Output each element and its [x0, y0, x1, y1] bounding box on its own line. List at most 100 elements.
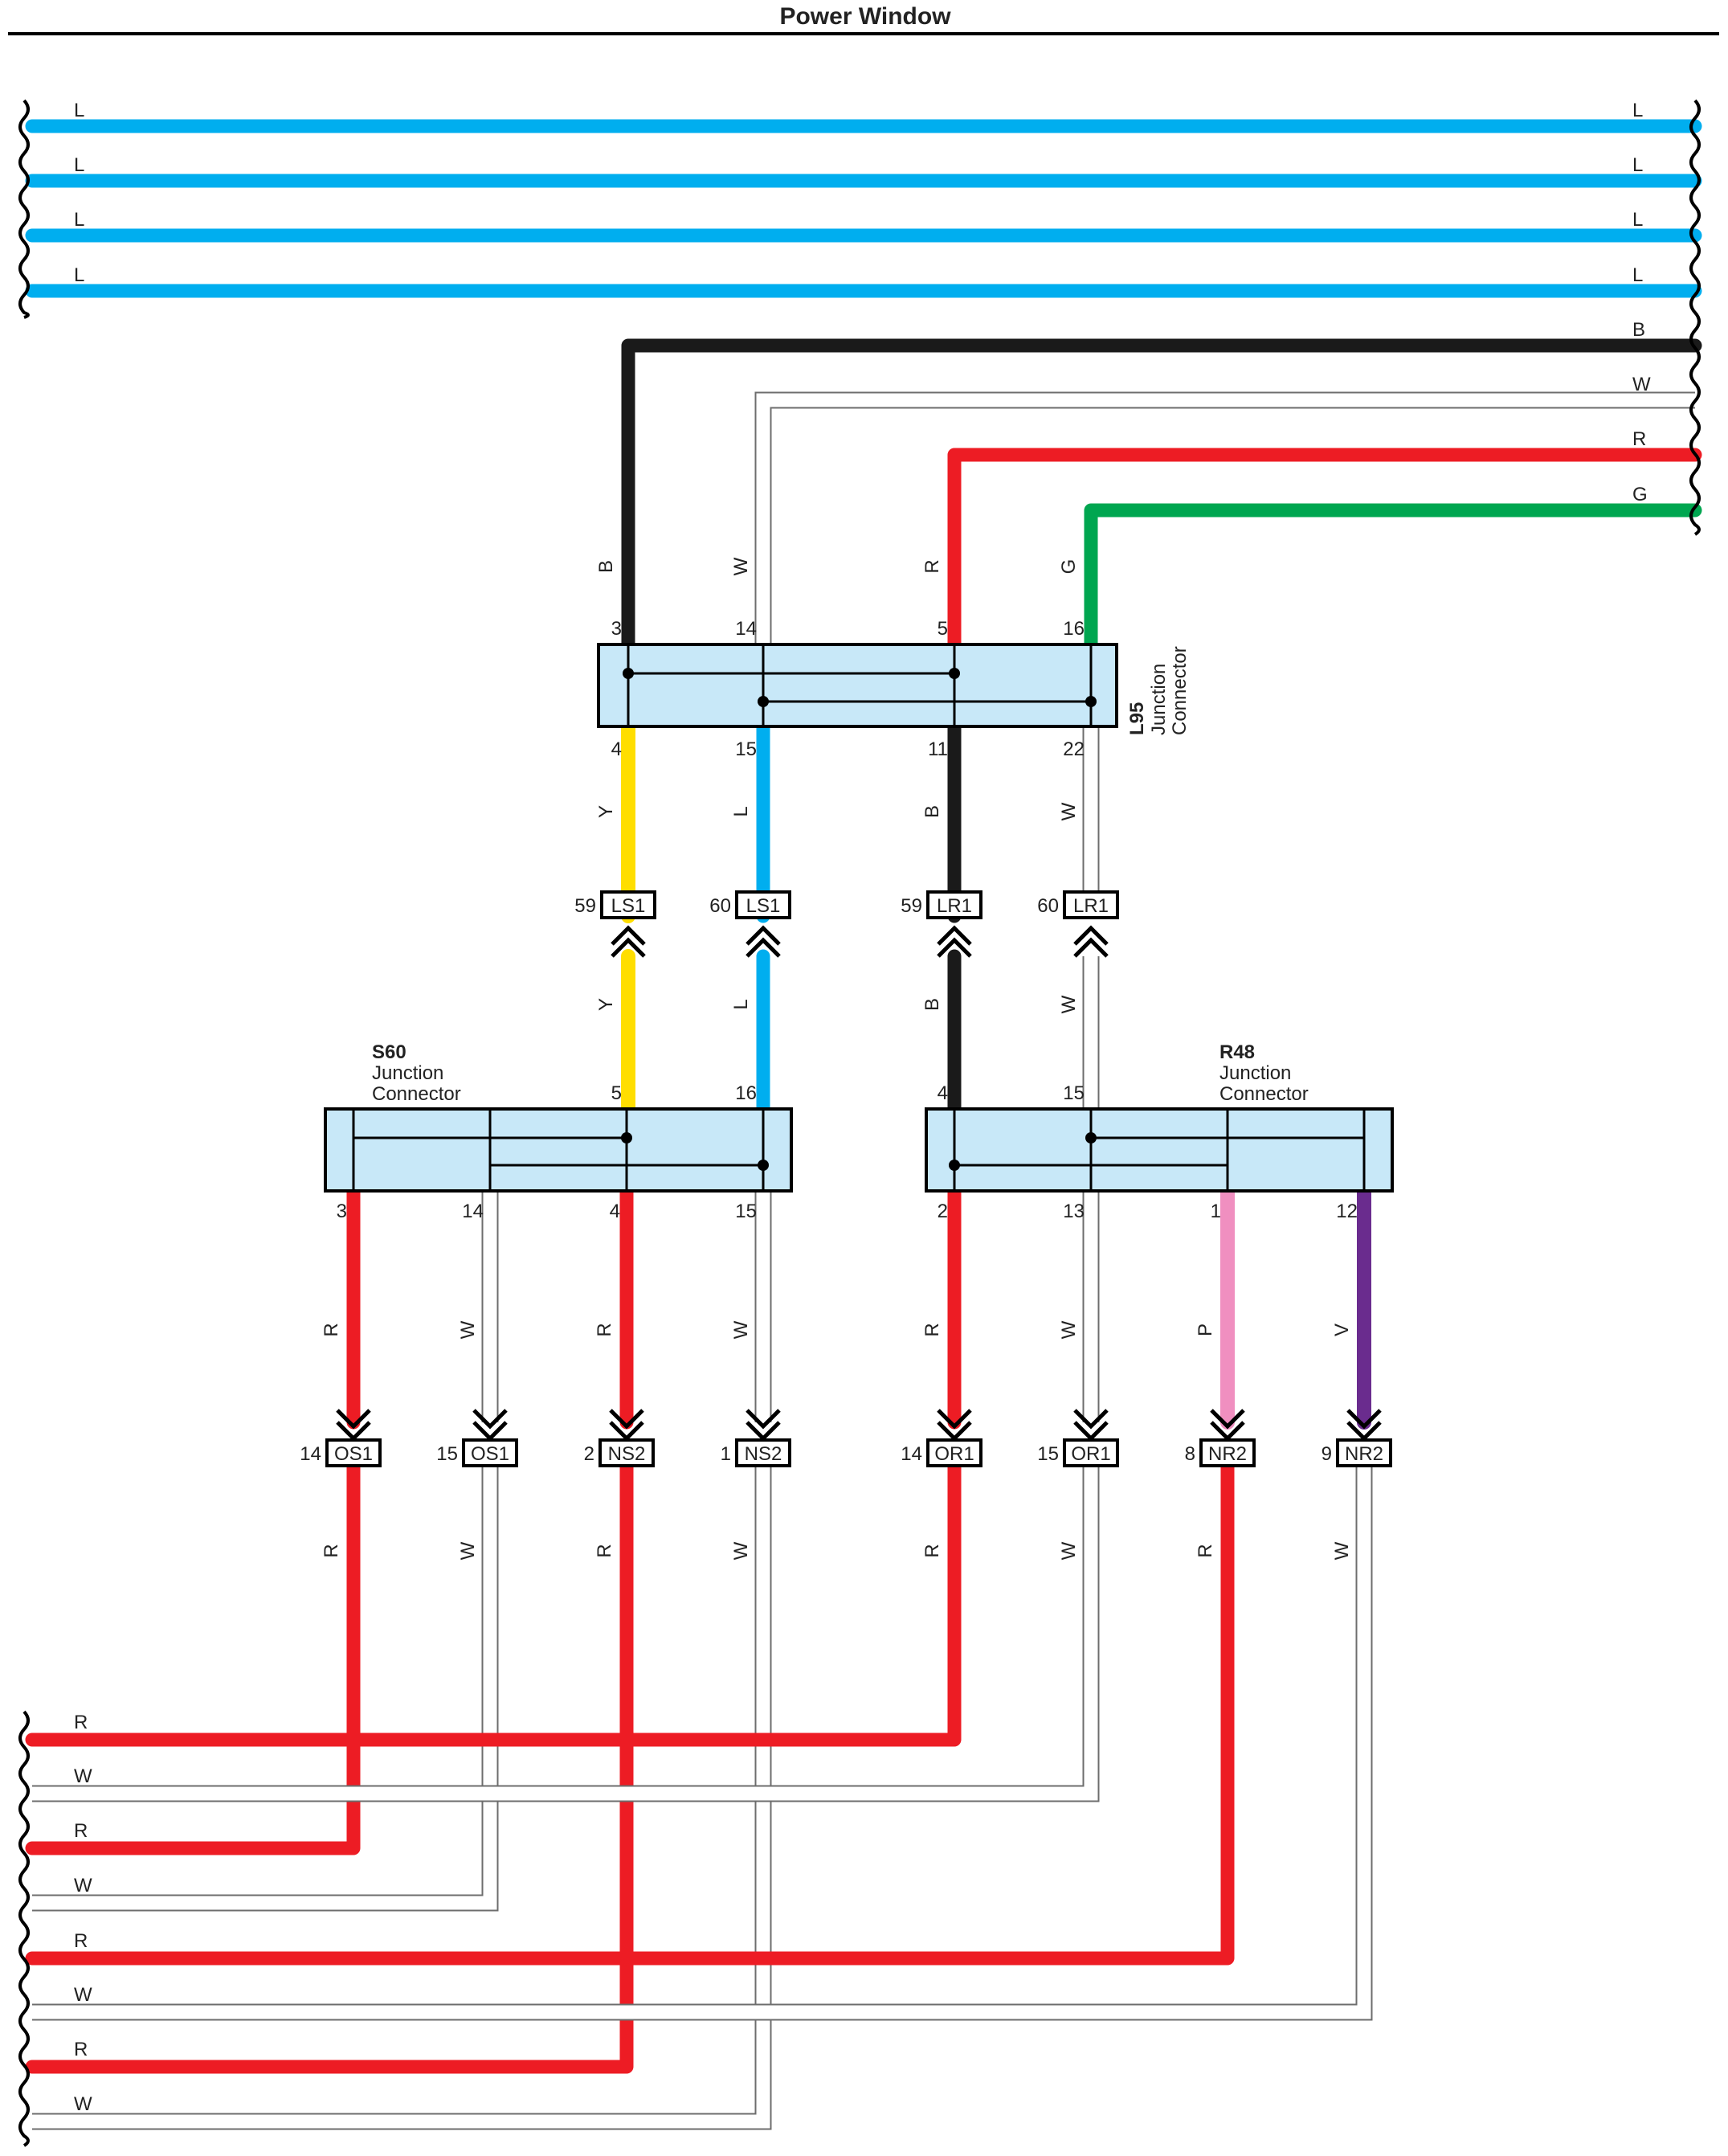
right-bus-color-label: L	[1632, 100, 1643, 121]
middle-connector-box	[1063, 890, 1119, 919]
bottom-connector-pin: 15	[436, 1443, 458, 1465]
junction-dot	[1085, 1132, 1097, 1143]
wire-R	[25, 1458, 1235, 1966]
middle-connector-pin: 60	[709, 895, 731, 917]
chevron-up-icon	[746, 925, 781, 958]
left-bus-color-label: L	[74, 100, 84, 121]
wire-core	[32, 1466, 1098, 1801]
wire-outline	[754, 391, 1695, 644]
lower-wire-color-label: R	[594, 1544, 615, 1557]
l95-top-pin-number: 14	[735, 618, 757, 640]
lower-wire-color-label: R	[1195, 1544, 1216, 1557]
junction-down-wire-label: R	[594, 1323, 615, 1336]
right-break-line	[1689, 99, 1701, 536]
lower-routed-wire	[32, 1466, 1100, 1802]
bottom-connector: OR1 14	[901, 1409, 982, 1467]
middle-connector-code: LR1	[1073, 895, 1109, 917]
l95-top-pin-number: 16	[1063, 618, 1085, 640]
r48-connector-name-line: Connector	[1219, 1083, 1309, 1105]
left-bottom-bus-color-label: R	[74, 1712, 88, 1733]
internal-bus-link	[1091, 1136, 1366, 1191]
bottom-connector-pin: 14	[300, 1443, 321, 1465]
bottom-connector-box	[1199, 1438, 1256, 1467]
junction-dot	[949, 668, 960, 679]
junction-down-wire-label: W	[730, 1320, 752, 1339]
internal-bus-link	[954, 1164, 1229, 1191]
middle-lower-wire-label: W	[1058, 995, 1080, 1013]
wire-G	[1084, 503, 1702, 652]
s60-top-pin-number: 5	[611, 1082, 622, 1104]
wire-R	[25, 1458, 962, 1747]
l95-top-wire-label: W	[730, 557, 752, 575]
left-bottom-bus-color-label: R	[74, 1820, 88, 1842]
l95-top-pin-number: 3	[611, 618, 622, 640]
bottom-connector-box	[462, 1438, 518, 1467]
r48-connector-name-line: Junction	[1219, 1062, 1291, 1084]
middle-connector-pin: 59	[574, 895, 596, 917]
bottom-connector-pin: 1	[721, 1443, 731, 1465]
junction-down-wire-label: R	[321, 1323, 342, 1336]
internal-bus-link	[352, 1136, 627, 1191]
right-bus-color-label: R	[1632, 428, 1646, 450]
g-wire-to-l95	[1084, 503, 1702, 652]
bottom-connector-code: OR1	[1071, 1443, 1110, 1465]
l95-connector-id: L95	[1126, 702, 1148, 735]
junction-dot	[758, 696, 769, 707]
junction-connector-box	[324, 1107, 793, 1193]
chevron-up-icon	[1073, 925, 1109, 958]
left-bottom-bus-color-label: W	[74, 2093, 92, 2115]
bottom-connector: OR1 15	[1037, 1409, 1119, 1467]
junction-bottom-pin-number: 3	[337, 1201, 347, 1222]
middle-connector-box	[735, 890, 791, 919]
l95-connector-name-line: Junction	[1148, 664, 1170, 735]
wire-core	[756, 393, 1695, 644]
bottom-connector-pin: 8	[1185, 1443, 1195, 1465]
bottom-connector-code: NR2	[1208, 1443, 1247, 1465]
bottom-connector-box	[735, 1438, 791, 1467]
l95-top-wire-label: G	[1058, 559, 1080, 575]
junction-down-wire-label: R	[921, 1323, 943, 1336]
l95-bottom-pin-number: 22	[1063, 738, 1085, 760]
lower-routed-wire	[25, 1458, 1235, 1966]
lower-routed-wire	[32, 1466, 1373, 2021]
middle-lower-wire-label: B	[921, 998, 943, 1011]
page-title: Power Window	[779, 3, 951, 30]
wires-layer	[25, 119, 1702, 2130]
r48-connector-id: R48	[1219, 1041, 1255, 1063]
left-bus-color-label: L	[74, 209, 84, 231]
junction-bottom-pin-number: 2	[938, 1201, 948, 1222]
right-bus-color-label: L	[1632, 154, 1643, 176]
junction-bottom-pin-number: 4	[610, 1201, 620, 1222]
r48-top-pin-number: 15	[1063, 1082, 1085, 1104]
chevron-up-icon	[937, 925, 972, 958]
bottom-connector-code: OR1	[934, 1443, 974, 1465]
junction-bottom-pin-number: 13	[1063, 1201, 1085, 1222]
r-wire-to-l95	[947, 448, 1702, 652]
middle-connector-code: LS1	[611, 895, 646, 917]
wire-outline	[32, 1466, 499, 1912]
junction-connector-s60	[324, 1107, 793, 1193]
junction-connector-l95	[597, 643, 1118, 728]
bottom-connector-box	[926, 1438, 982, 1467]
w-wire-to-l95	[754, 391, 1695, 644]
junction-connector-box	[597, 643, 1118, 728]
bottom-connector-pin: 14	[901, 1443, 922, 1465]
junction-bottom-pin-number: 14	[462, 1201, 484, 1222]
left-bottom-bus-color-label: W	[74, 1984, 92, 2006]
lower-wire-color-label: W	[730, 1541, 752, 1560]
bottom-connector-pin: 2	[584, 1443, 594, 1465]
bottom-connector-box	[1336, 1438, 1392, 1467]
s60-connector-name-line: Junction	[372, 1062, 443, 1084]
middle-connector-box	[926, 890, 982, 919]
wire-B	[621, 338, 1702, 652]
wire-core	[32, 1466, 770, 2129]
middle-connector-pin: 60	[1037, 895, 1059, 917]
bottom-connector-pin: 15	[1037, 1443, 1059, 1465]
junction-dot	[758, 1160, 769, 1171]
left-bottom-break-line	[18, 1710, 30, 2147]
right-bus-color-label: B	[1632, 319, 1645, 341]
left-bus-color-label: L	[74, 154, 84, 176]
